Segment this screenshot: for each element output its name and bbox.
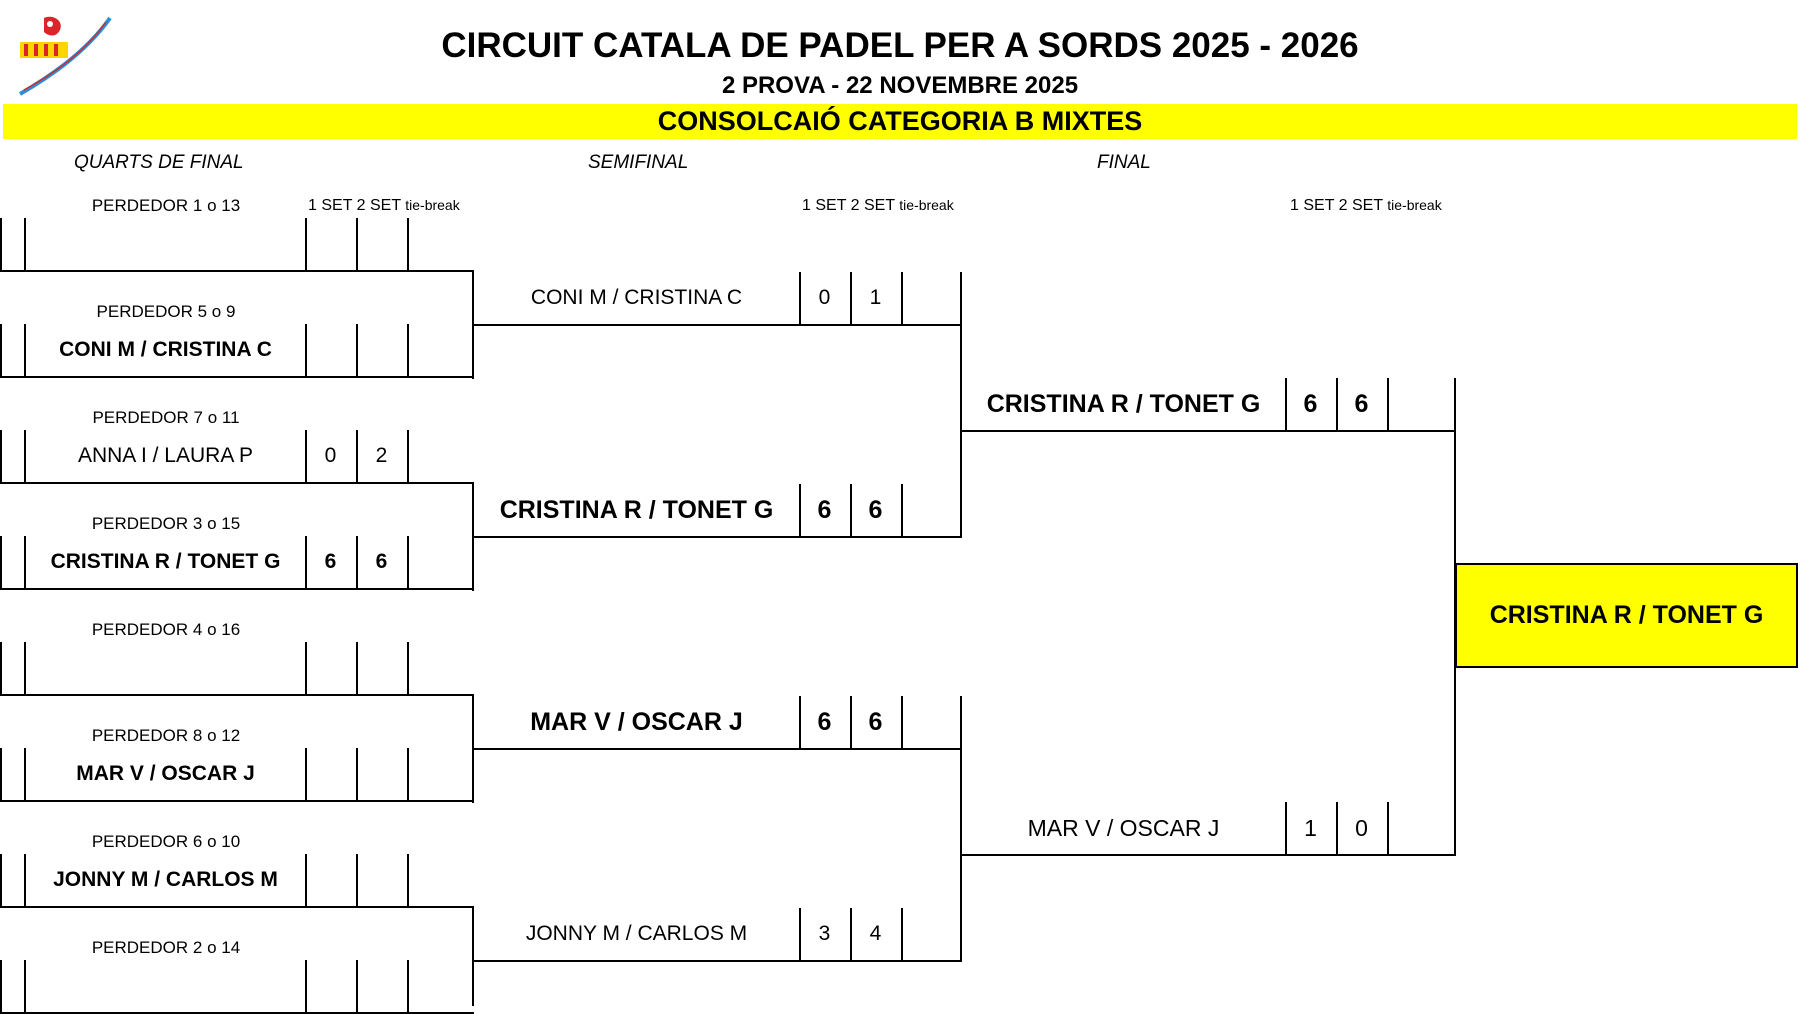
tiebreak-header: tie-break [899, 197, 954, 213]
tiebreak-header: tie-break [405, 197, 460, 213]
qf-label-7: PERDEDOR 6 o 10 [91, 832, 241, 851]
final-slot-2: MAR V / OSCAR J 1 0 [960, 802, 1456, 856]
sf-score-4-tb [901, 908, 960, 960]
sf-score-1-s2: 1 [869, 286, 882, 309]
qf-score-2-tb [407, 324, 474, 376]
qf-score-7-tb [407, 854, 474, 906]
qf-label-4: PERDEDOR 3 o 15 [91, 514, 241, 533]
sf-score-3-tb [901, 696, 960, 748]
sf-slot-3: MAR V / OSCAR J 6 6 [472, 696, 962, 750]
set2-header: 2 SET [1338, 197, 1383, 214]
final-score-2-s1: 1 [1304, 814, 1317, 841]
set1-header: 1 SET [802, 197, 847, 214]
final-score-2-s2: 0 [1355, 814, 1368, 841]
qf-team-5 [26, 642, 305, 694]
qf-score-6-s2 [356, 748, 407, 800]
sf-score-2-s1: 6 [817, 495, 832, 524]
sf-score-2-tb [901, 484, 960, 536]
qf-score-2-s1 [305, 324, 356, 376]
qf-label-6: PERDEDOR 8 o 12 [91, 726, 241, 745]
qf-score-4-tb [407, 536, 474, 588]
qf-score-4-s2: 6 [375, 550, 388, 573]
qf-score-7-s1 [305, 854, 356, 906]
sf-score-4-s2: 4 [869, 922, 882, 945]
sf-slot-4: JONNY M / CARLOS M 3 4 [472, 908, 962, 962]
sf-team-1: CONI M / CRISTINA C [530, 286, 743, 309]
qf-label-5: PERDEDOR 4 o 16 [91, 620, 241, 639]
final-team-2: MAR V / OSCAR J [1027, 814, 1220, 841]
round-title-final: FINAL [1097, 152, 1151, 173]
final-slot-1: CRISTINA R / TONET G 6 6 [960, 378, 1456, 432]
final-score-1-s1: 6 [1303, 389, 1318, 418]
sf-slot-1: CONI M / CRISTINA C 0 1 [472, 272, 962, 326]
qf-slot-3: ANNA I / LAURA P 0 2 [0, 430, 474, 484]
qf-label-8: PERDEDOR 2 o 14 [91, 938, 241, 957]
page-subtitle: 2 PROVA - 22 NOVEMBRE 2025 [721, 72, 1079, 99]
qf-score-3-s1: 0 [324, 444, 337, 467]
set-headers-final: 1 SET 2 SET tie-break [1290, 197, 1442, 215]
qf-team-4: CRISTINA R / TONET G [50, 550, 281, 573]
qf-team-1 [26, 218, 305, 270]
sf-score-1-s1: 0 [818, 286, 831, 309]
qf-slot-1 [0, 218, 474, 272]
qf-slot-7: JONNY M / CARLOS M [0, 854, 474, 908]
qf-score-8-tb [407, 960, 474, 1012]
sf-score-2-s2: 6 [868, 495, 883, 524]
qf-team-3: ANNA I / LAURA P [77, 444, 254, 467]
qf-score-6-tb [407, 748, 474, 800]
champion-box: CRISTINA R / TONET G [1455, 563, 1798, 668]
qf-team-2: CONI M / CRISTINA C [59, 338, 272, 361]
sf-score-4-s1: 3 [818, 922, 831, 945]
sf-score-3-s1: 6 [817, 707, 832, 736]
qf-slot-4: CRISTINA R / TONET G 6 6 [0, 536, 474, 590]
federation-logo-icon [14, 10, 114, 96]
qf-score-5-s1 [305, 642, 356, 694]
qf-label-3: PERDEDOR 7 o 11 [92, 408, 240, 427]
round-title-quarters: QUARTS DE FINAL [74, 152, 244, 173]
set1-header: 1 SET [308, 197, 353, 214]
qf-slot-5 [0, 642, 474, 696]
final-score-2-tb [1387, 802, 1454, 854]
qf-score-5-s2 [356, 642, 407, 694]
qf-slot-6: MAR V / OSCAR J [0, 748, 474, 802]
qf-score-6-s1 [305, 748, 356, 800]
set1-header: 1 SET [1290, 197, 1335, 214]
qf-team-6: MAR V / OSCAR J [76, 762, 255, 785]
qf-score-8-s2 [356, 960, 407, 1012]
qf-score-8-s1 [305, 960, 356, 1012]
category-title: CONSOLCAIÓ CATEGORIA B MIXTES [657, 106, 1143, 136]
connector-qf-7-8 [472, 907, 474, 1006]
final-team-1: CRISTINA R / TONET G [986, 389, 1261, 418]
category-banner: CONSOLCAIÓ CATEGORIA B MIXTES [3, 104, 1797, 139]
qf-score-7-s2 [356, 854, 407, 906]
tiebreak-header: tie-break [1387, 197, 1442, 213]
qf-score-5-tb [407, 642, 474, 694]
final-score-1-tb [1387, 378, 1454, 430]
set2-header: 2 SET [850, 197, 895, 214]
sf-score-1-tb [901, 272, 960, 324]
set-headers-semis: 1 SET 2 SET tie-break [802, 197, 954, 215]
set-headers-quarters: 1 SET 2 SET tie-break [308, 197, 460, 215]
qf-score-1-tb [407, 218, 474, 270]
qf-label-1: PERDEDOR 1 o 13 [91, 196, 241, 215]
page-title: CIRCUIT CATALA DE PADEL PER A SORDS 2025… [441, 26, 1359, 65]
sf-slot-2: CRISTINA R / TONET G 6 6 [472, 484, 962, 538]
qf-team-7: JONNY M / CARLOS M [53, 868, 278, 891]
qf-score-2-s2 [356, 324, 407, 376]
set2-header: 2 SET [356, 197, 401, 214]
sf-score-3-s2: 6 [868, 707, 883, 736]
final-score-1-s2: 6 [1354, 389, 1369, 418]
qf-score-3-tb [407, 430, 474, 482]
qf-team-8 [26, 960, 305, 1012]
qf-slot-2: CONI M / CRISTINA C [0, 324, 474, 378]
qf-label-2: PERDEDOR 5 o 9 [96, 302, 236, 321]
sf-team-3: MAR V / OSCAR J [530, 707, 743, 736]
sf-team-2: CRISTINA R / TONET G [499, 495, 774, 524]
sf-team-4: JONNY M / CARLOS M [525, 922, 748, 945]
qf-score-3-s2: 2 [375, 444, 388, 467]
qf-score-1-s2 [356, 218, 407, 270]
qf-score-4-s1: 6 [324, 550, 337, 573]
round-title-semis: SEMIFINAL [588, 152, 689, 173]
qf-score-1-s1 [305, 218, 356, 270]
